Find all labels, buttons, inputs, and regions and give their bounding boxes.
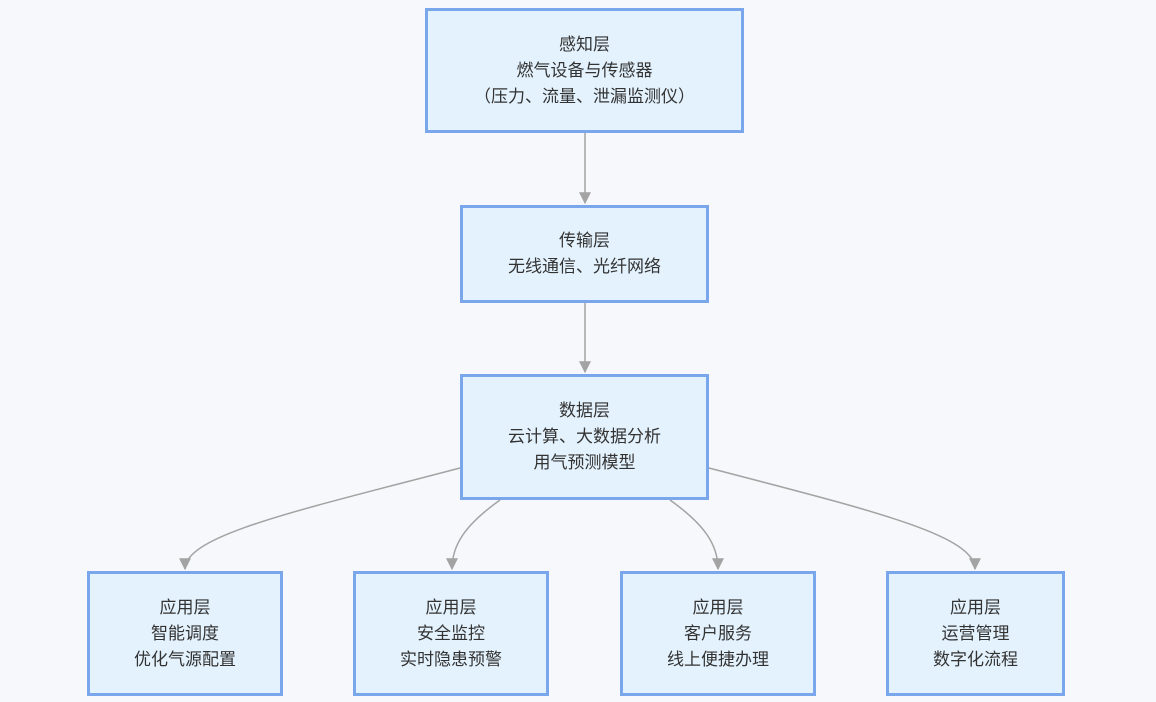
node-perception-layer: 感知层 燃气设备与传感器 （压力、流量、泄漏监测仪） (425, 8, 744, 133)
node-title: 传输层 (559, 231, 610, 251)
node-application-dispatch: 应用层 智能调度 优化气源配置 (87, 571, 283, 696)
edge-data-to-app1 (179, 467, 461, 571)
node-application-safety: 应用层 安全监控 实时隐患预警 (353, 571, 549, 696)
node-line: 无线通信、光纤网络 (508, 257, 661, 277)
node-transport-layer: 传输层 无线通信、光纤网络 (460, 205, 709, 303)
node-line: 安全监控 (417, 623, 485, 644)
edge-data-to-app4 (708, 467, 981, 571)
edge-data-to-app3 (669, 499, 724, 571)
node-title: 数据层 (559, 401, 610, 421)
node-line: 燃气设备与传感器 (516, 60, 653, 81)
node-title: 感知层 (559, 34, 610, 55)
node-title: 应用层 (425, 597, 477, 618)
node-application-operations: 应用层 运营管理 数字化流程 (886, 571, 1065, 696)
node-line: 数字化流程 (933, 649, 1018, 670)
node-line: 运营管理 (941, 623, 1010, 644)
node-line: 实时隐患预警 (400, 649, 502, 670)
node-line: 云计算、大数据分析 (508, 427, 661, 447)
node-title: 应用层 (159, 597, 211, 618)
node-line: 优化气源配置 (134, 649, 236, 670)
edge-data-to-app2 (446, 499, 501, 571)
node-line: （压力、流量、泄漏监测仪） (474, 86, 695, 107)
node-application-customer: 应用层 客户服务 线上便捷办理 (620, 571, 816, 696)
node-line: 智能调度 (151, 623, 219, 644)
node-line: 用气预测模型 (533, 453, 636, 473)
node-data-layer: 数据层 云计算、大数据分析 用气预测模型 (460, 374, 709, 500)
node-line: 线上便捷办理 (667, 649, 769, 670)
node-title: 应用层 (950, 597, 1001, 618)
node-title: 应用层 (692, 597, 744, 618)
node-line: 客户服务 (684, 623, 752, 644)
